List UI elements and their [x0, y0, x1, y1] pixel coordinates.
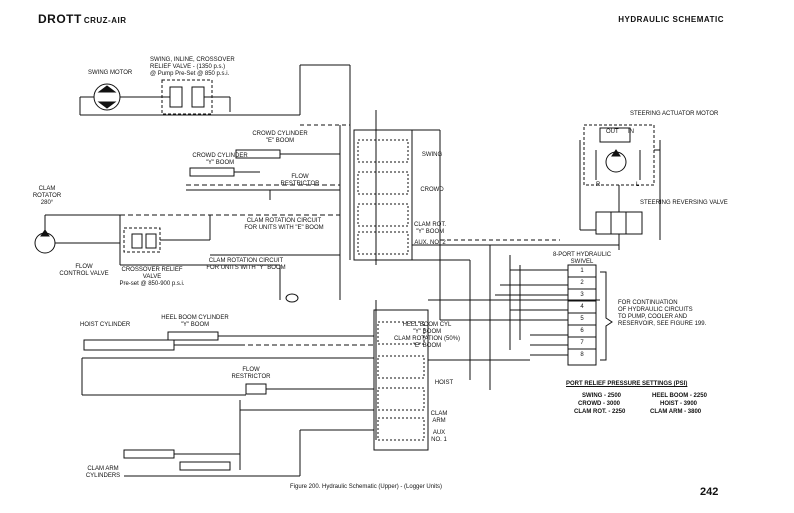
- swivel-port-3: 3: [580, 292, 584, 298]
- relief-valve-line2: RELIEF VALVE - (1350 p.s.): [150, 64, 226, 70]
- continuation-line1: FOR CONTINUATION: [618, 300, 678, 306]
- lower-valve-bank: [373, 309, 429, 451]
- in-label: IN: [628, 129, 634, 135]
- valve-clamarm-line1: CLAM: [430, 411, 448, 417]
- swivel-line2: SWIVEL: [570, 259, 594, 265]
- relief-row-1-right: HEEL BOOM - 2250: [652, 393, 707, 399]
- clam-arm-cyl-line2: CYLINDERS: [85, 473, 121, 479]
- heel-boom-e-line2: "Y" BOOM: [412, 329, 442, 335]
- relief-settings-title: PORT RELIEF PRESSURE SETTINGS (PSI): [566, 381, 688, 387]
- heel-boom-y-line1: HEEL BOOM CYLINDER: [161, 315, 229, 321]
- continuation-line2: OF HYDRAULIC CIRCUITS: [618, 307, 693, 313]
- crowd-cyl-e-line1: CROWD CYLINDER: [252, 131, 308, 137]
- crowd-cyl-y-line2: "Y" BOOM: [205, 160, 235, 166]
- relief-row-3-left: CLAM ROT. - 2250: [574, 409, 626, 415]
- clam-rotation-y-line2: FOR UNITS WITH "Y" BOOM: [206, 265, 286, 271]
- continuation-line3: TO PUMP, COOLER AND: [618, 314, 688, 320]
- valve-aux2-label: AUX. NO. 2: [414, 240, 446, 246]
- valve-clamrot-line2: "Y" BOOM: [415, 229, 445, 235]
- clam-rotation-e-line2: FOR UNITS WITH "E" BOOM: [244, 225, 324, 231]
- section-title: HYDRAULIC SCHEMATIC: [618, 15, 724, 24]
- relief-row-1-left: SWING - 2500: [582, 393, 622, 399]
- valve-aux1-line2: NO. 1: [431, 437, 447, 443]
- clam-rotator-line3: 280°: [40, 200, 54, 206]
- clam-arm-cylinder-1: [123, 449, 175, 459]
- crowd-cylinder-y-symbol: [189, 167, 235, 177]
- valve-swing-label: SWING: [421, 152, 443, 158]
- relief-row-3-right: CLAM ARM - 3800: [650, 409, 702, 415]
- heel-boom-y-line2: "Y" BOOM: [180, 322, 210, 328]
- clam-rotation-e-line1: CLAM ROTATION CIRCUIT: [246, 218, 322, 224]
- crowd-cyl-e-line2: "E" BOOM: [265, 138, 295, 144]
- clam-rotation-y-line1: CLAM ROTATION CIRCUIT: [208, 258, 284, 264]
- flow-control-line2: CONTROL VALVE: [59, 271, 109, 277]
- flow-restrictor-bottom-line2: RESTRICTOR: [231, 374, 271, 380]
- valve-clamarm-line2: ARM: [432, 418, 446, 424]
- swivel-port-8: 8: [580, 352, 584, 358]
- figure-caption: Figure 200. Hydraulic Schematic (Upper) …: [290, 484, 443, 490]
- swivel-port-1: 1: [580, 268, 584, 274]
- r-label: R: [596, 182, 601, 188]
- swivel-box: [567, 264, 597, 366]
- swivel-port-2: 2: [580, 280, 584, 286]
- relief-valve-line3: @ Pump Pre-Set @ 850 p.s.i.: [150, 71, 230, 77]
- heel-boom-e-line1: HEEL BOOM CYL: [402, 322, 452, 328]
- flow-restrictor-bottom-line1: FLOW: [242, 367, 260, 373]
- out-label: OUT: [606, 129, 619, 135]
- swivel-port-5: 5: [580, 316, 584, 322]
- heel-boom-e-line4: "E" BOOM: [412, 343, 442, 349]
- flow-restrictor-bottom-symbol: [245, 383, 267, 395]
- swing-motor-label: SWING MOTOR: [88, 70, 133, 76]
- flow-restrictor-top-line1: FLOW: [291, 174, 309, 180]
- heel-boom-e-line3: CLAM ROTATION (50%): [393, 336, 461, 342]
- flow-control-line1: FLOW: [75, 264, 93, 270]
- valve-aux1-line1: AUX: [432, 430, 446, 436]
- upper-valve-bank: [353, 129, 413, 261]
- clam-rotator-line2: ROTATOR: [32, 193, 62, 199]
- crossover-relief-line3: Pre-set @ 850-900 p.s.i.: [119, 281, 185, 287]
- swivel-line1: 8-PORT HYDRAULIC: [552, 252, 612, 258]
- brand-sub: CRUZ-AIR: [83, 16, 127, 25]
- l-label: L: [636, 182, 640, 188]
- valve-clamrot-line1: CLAM ROT.: [413, 222, 446, 228]
- swivel-port-4: 4: [580, 304, 584, 310]
- hoist-cylinder-label: HOIST CYLINDER: [80, 322, 131, 328]
- crossover-relief-line2: VALVE: [142, 274, 162, 280]
- heel-boom-y-symbol: [167, 331, 219, 341]
- valve-crowd-label: CROWD: [420, 187, 444, 193]
- page-number: 242: [700, 486, 719, 498]
- crowd-cyl-y-line1: CROWD CYLINDER: [192, 153, 248, 159]
- steering-actuator-label: STEERING ACTUATOR MOTOR: [630, 111, 719, 117]
- relief-valve-line1: SWING, INLINE, CROSSOVER: [150, 57, 235, 63]
- swing-motor-arrow: [97, 85, 117, 93]
- brand-name: DROTT: [38, 12, 82, 26]
- clam-rotator-line1: CLAM: [38, 186, 56, 192]
- crossover-relief-line1: CROSSOVER RELIEF: [121, 267, 183, 273]
- continuation-line4: RESERVOIR, SEE FIGURE 199.: [618, 321, 707, 327]
- relief-row-2-left: CROWD - 3000: [578, 401, 621, 407]
- valve-hoist-label: HOIST: [434, 380, 454, 386]
- swivel-port-7: 7: [580, 340, 584, 346]
- relief-row-2-right: HOIST - 3900: [660, 401, 698, 407]
- steering-reversing-label: STEERING REVERSING VALVE: [640, 200, 728, 206]
- clam-arm-cylinder-2: [179, 461, 231, 471]
- clam-arm-cyl-line1: CLAM ARM: [87, 466, 119, 472]
- hoist-cylinder-symbol: [83, 339, 175, 351]
- swivel-port-6: 6: [580, 328, 584, 334]
- flow-restrictor-top-line2: RESTRICTOR: [280, 181, 320, 187]
- steering-reversing-box: [595, 211, 643, 235]
